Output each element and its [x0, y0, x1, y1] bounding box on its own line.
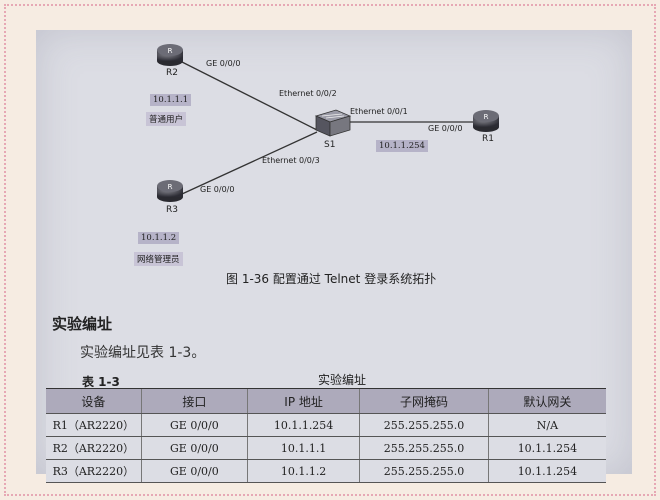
- port-label-s1-eth1: Ethernet 0/0/1: [350, 107, 408, 116]
- cell-ip: 10.1.1.1: [247, 436, 360, 460]
- header-interface: 接口: [140, 388, 248, 414]
- cell-gateway: N/A: [487, 413, 606, 437]
- header-gateway: 默认网关: [487, 388, 606, 414]
- device-label-r1: R1: [482, 134, 494, 144]
- cell-mask: 255.255.255.0: [359, 459, 489, 483]
- port-label-s1-eth2: Ethernet 0/0/2: [279, 89, 337, 98]
- cell-interface: GE 0/0/0: [140, 459, 248, 483]
- port-label-r1: GE 0/0/0: [428, 124, 463, 133]
- header-mask: 子网掩码: [359, 388, 489, 414]
- link-r2-s1: [181, 61, 318, 131]
- router-r1-icon: R: [473, 110, 499, 132]
- role-label-r2: 普通用户: [146, 112, 187, 126]
- cell-ip: 10.1.1.254: [247, 413, 360, 437]
- topology-diagram: R R R: [157, 44, 499, 202]
- ip-label-r1: 10.1.1.254: [376, 140, 428, 152]
- cell-interface: GE 0/0/0: [140, 436, 248, 460]
- cell-gateway: 10.1.1.254: [487, 459, 606, 483]
- device-label-s1: S1: [324, 140, 336, 150]
- port-label-r2: GE 0/0/0: [206, 59, 241, 68]
- cell-mask: 255.255.255.0: [359, 436, 489, 460]
- cell-device: R2（AR2220）: [46, 436, 142, 460]
- link-r3-s1: [181, 131, 318, 195]
- table-header-row: 设备 接口 IP 地址 子网掩码 默认网关: [46, 388, 606, 414]
- cell-ip: 10.1.1.2: [247, 459, 360, 483]
- section-paragraph: 实验编址见表 1-3。: [80, 345, 206, 361]
- port-label-r3: GE 0/0/0: [200, 185, 235, 194]
- table-label: 表 1-3: [82, 375, 120, 389]
- table-title: 实验编址: [318, 373, 367, 387]
- section-heading: 实验编址: [52, 315, 113, 333]
- svg-text:R: R: [168, 47, 173, 55]
- device-label-r3: R3: [166, 205, 178, 215]
- header-ip: IP 地址: [247, 388, 360, 414]
- switch-s1-icon: [314, 109, 352, 137]
- cell-mask: 255.255.255.0: [359, 413, 489, 437]
- svg-text:R: R: [168, 183, 173, 191]
- table-row: R2（AR2220） GE 0/0/0 10.1.1.1 255.255.255…: [46, 436, 606, 460]
- cell-gateway: 10.1.1.254: [487, 436, 606, 460]
- addressing-table: 设备 接口 IP 地址 子网掩码 默认网关 R1（AR2220） GE 0/0/…: [46, 388, 606, 483]
- router-r2-icon: R: [157, 44, 183, 66]
- device-label-r2: R2: [166, 68, 178, 78]
- ip-label-r3: 10.1.1.2: [138, 232, 180, 244]
- port-label-s1-eth3: Ethernet 0/0/3: [262, 156, 320, 165]
- header-device: 设备: [46, 388, 142, 414]
- router-r3-icon: R: [157, 180, 183, 202]
- figure-caption: 图 1-36 配置通过 Telnet 登录系统拓扑: [226, 272, 437, 286]
- cell-interface: GE 0/0/0: [140, 413, 248, 437]
- book-page: R R R R2 R3 R1 S1 GE 0/0/0 Ethernet 0/: [36, 30, 632, 483]
- cell-device: R3（AR2220）: [46, 459, 142, 483]
- table-row: R1（AR2220） GE 0/0/0 10.1.1.254 255.255.2…: [46, 413, 606, 437]
- svg-text:R: R: [484, 113, 489, 121]
- role-label-r3: 网络管理员: [134, 252, 183, 266]
- cell-device: R1（AR2220）: [46, 413, 142, 437]
- ip-label-r2: 10.1.1.1: [150, 94, 192, 106]
- table-row: R3（AR2220） GE 0/0/0 10.1.1.2 255.255.255…: [46, 459, 606, 483]
